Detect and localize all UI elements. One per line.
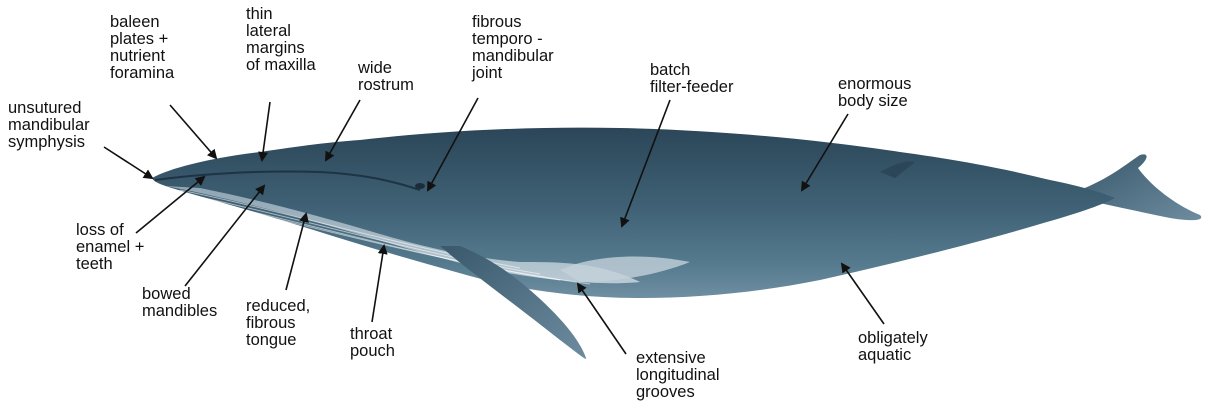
arrow-symphysis <box>104 147 152 178</box>
label-aquatic: obligately aquatic <box>858 330 928 364</box>
arrow-aquatic <box>842 264 884 324</box>
arrow-tongue <box>286 214 306 290</box>
label-size: enormous body size <box>838 76 911 110</box>
label-symphysis: unsutured mandibular symphysis <box>8 100 90 151</box>
label-maxilla: thin lateral margins of maxilla <box>246 6 316 74</box>
label-rostrum: wide rostrum <box>358 60 414 94</box>
label-pouch: throat pouch <box>350 326 395 360</box>
label-grooves: extensive longitudinal grooves <box>636 350 719 401</box>
label-filter: batch filter-feeder <box>650 62 733 96</box>
arrow-baleen <box>170 105 216 158</box>
label-baleen: baleen plates + nutrient foramina <box>110 14 174 82</box>
tail-fluke-shape <box>1080 154 1201 220</box>
label-enamel: loss of enamel + teeth <box>76 222 144 273</box>
label-joint: fibrous temporo - mandibular joint <box>472 14 554 82</box>
label-mandibles: bowed mandibles <box>142 286 217 320</box>
arrow-pouch <box>372 246 384 322</box>
eye-icon <box>415 183 425 189</box>
label-tongue: reduced, fibrous tongue <box>246 298 310 349</box>
